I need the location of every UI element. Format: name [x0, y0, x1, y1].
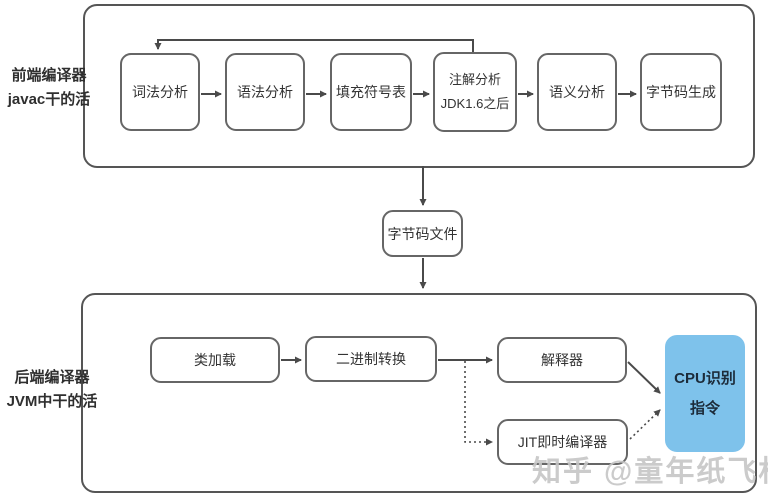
node-syntax-analysis: 语法分析 — [225, 53, 305, 131]
node-jit-compiler: JIT即时编译器 — [497, 419, 628, 465]
node-class-loading: 类加载 — [150, 337, 280, 383]
node-cpu-instructions: CPU识别 指令 — [665, 335, 745, 452]
node-semantic-analysis: 语义分析 — [537, 53, 617, 131]
node-lexical-analysis: 词法分析 — [120, 53, 200, 131]
backend-compiler-label: 后端编译器 JVM中干的活 — [6, 369, 98, 410]
node-bytecode-file: 字节码文件 — [382, 210, 463, 257]
node-bytecode-generation: 字节码生成 — [640, 53, 722, 131]
node-interpreter: 解释器 — [497, 337, 627, 383]
zhihu-watermark: 知乎 @童年纸飞机 — [532, 456, 768, 488]
node-binary-conversion: 二进制转换 — [305, 336, 437, 382]
node-fill-symbol-table: 填充符号表 — [330, 53, 412, 131]
node-annotation-analysis: 注解分析 JDK1.6之后 — [433, 52, 517, 132]
frontend-compiler-label: 前端编译器 javac干的活 — [7, 67, 91, 108]
